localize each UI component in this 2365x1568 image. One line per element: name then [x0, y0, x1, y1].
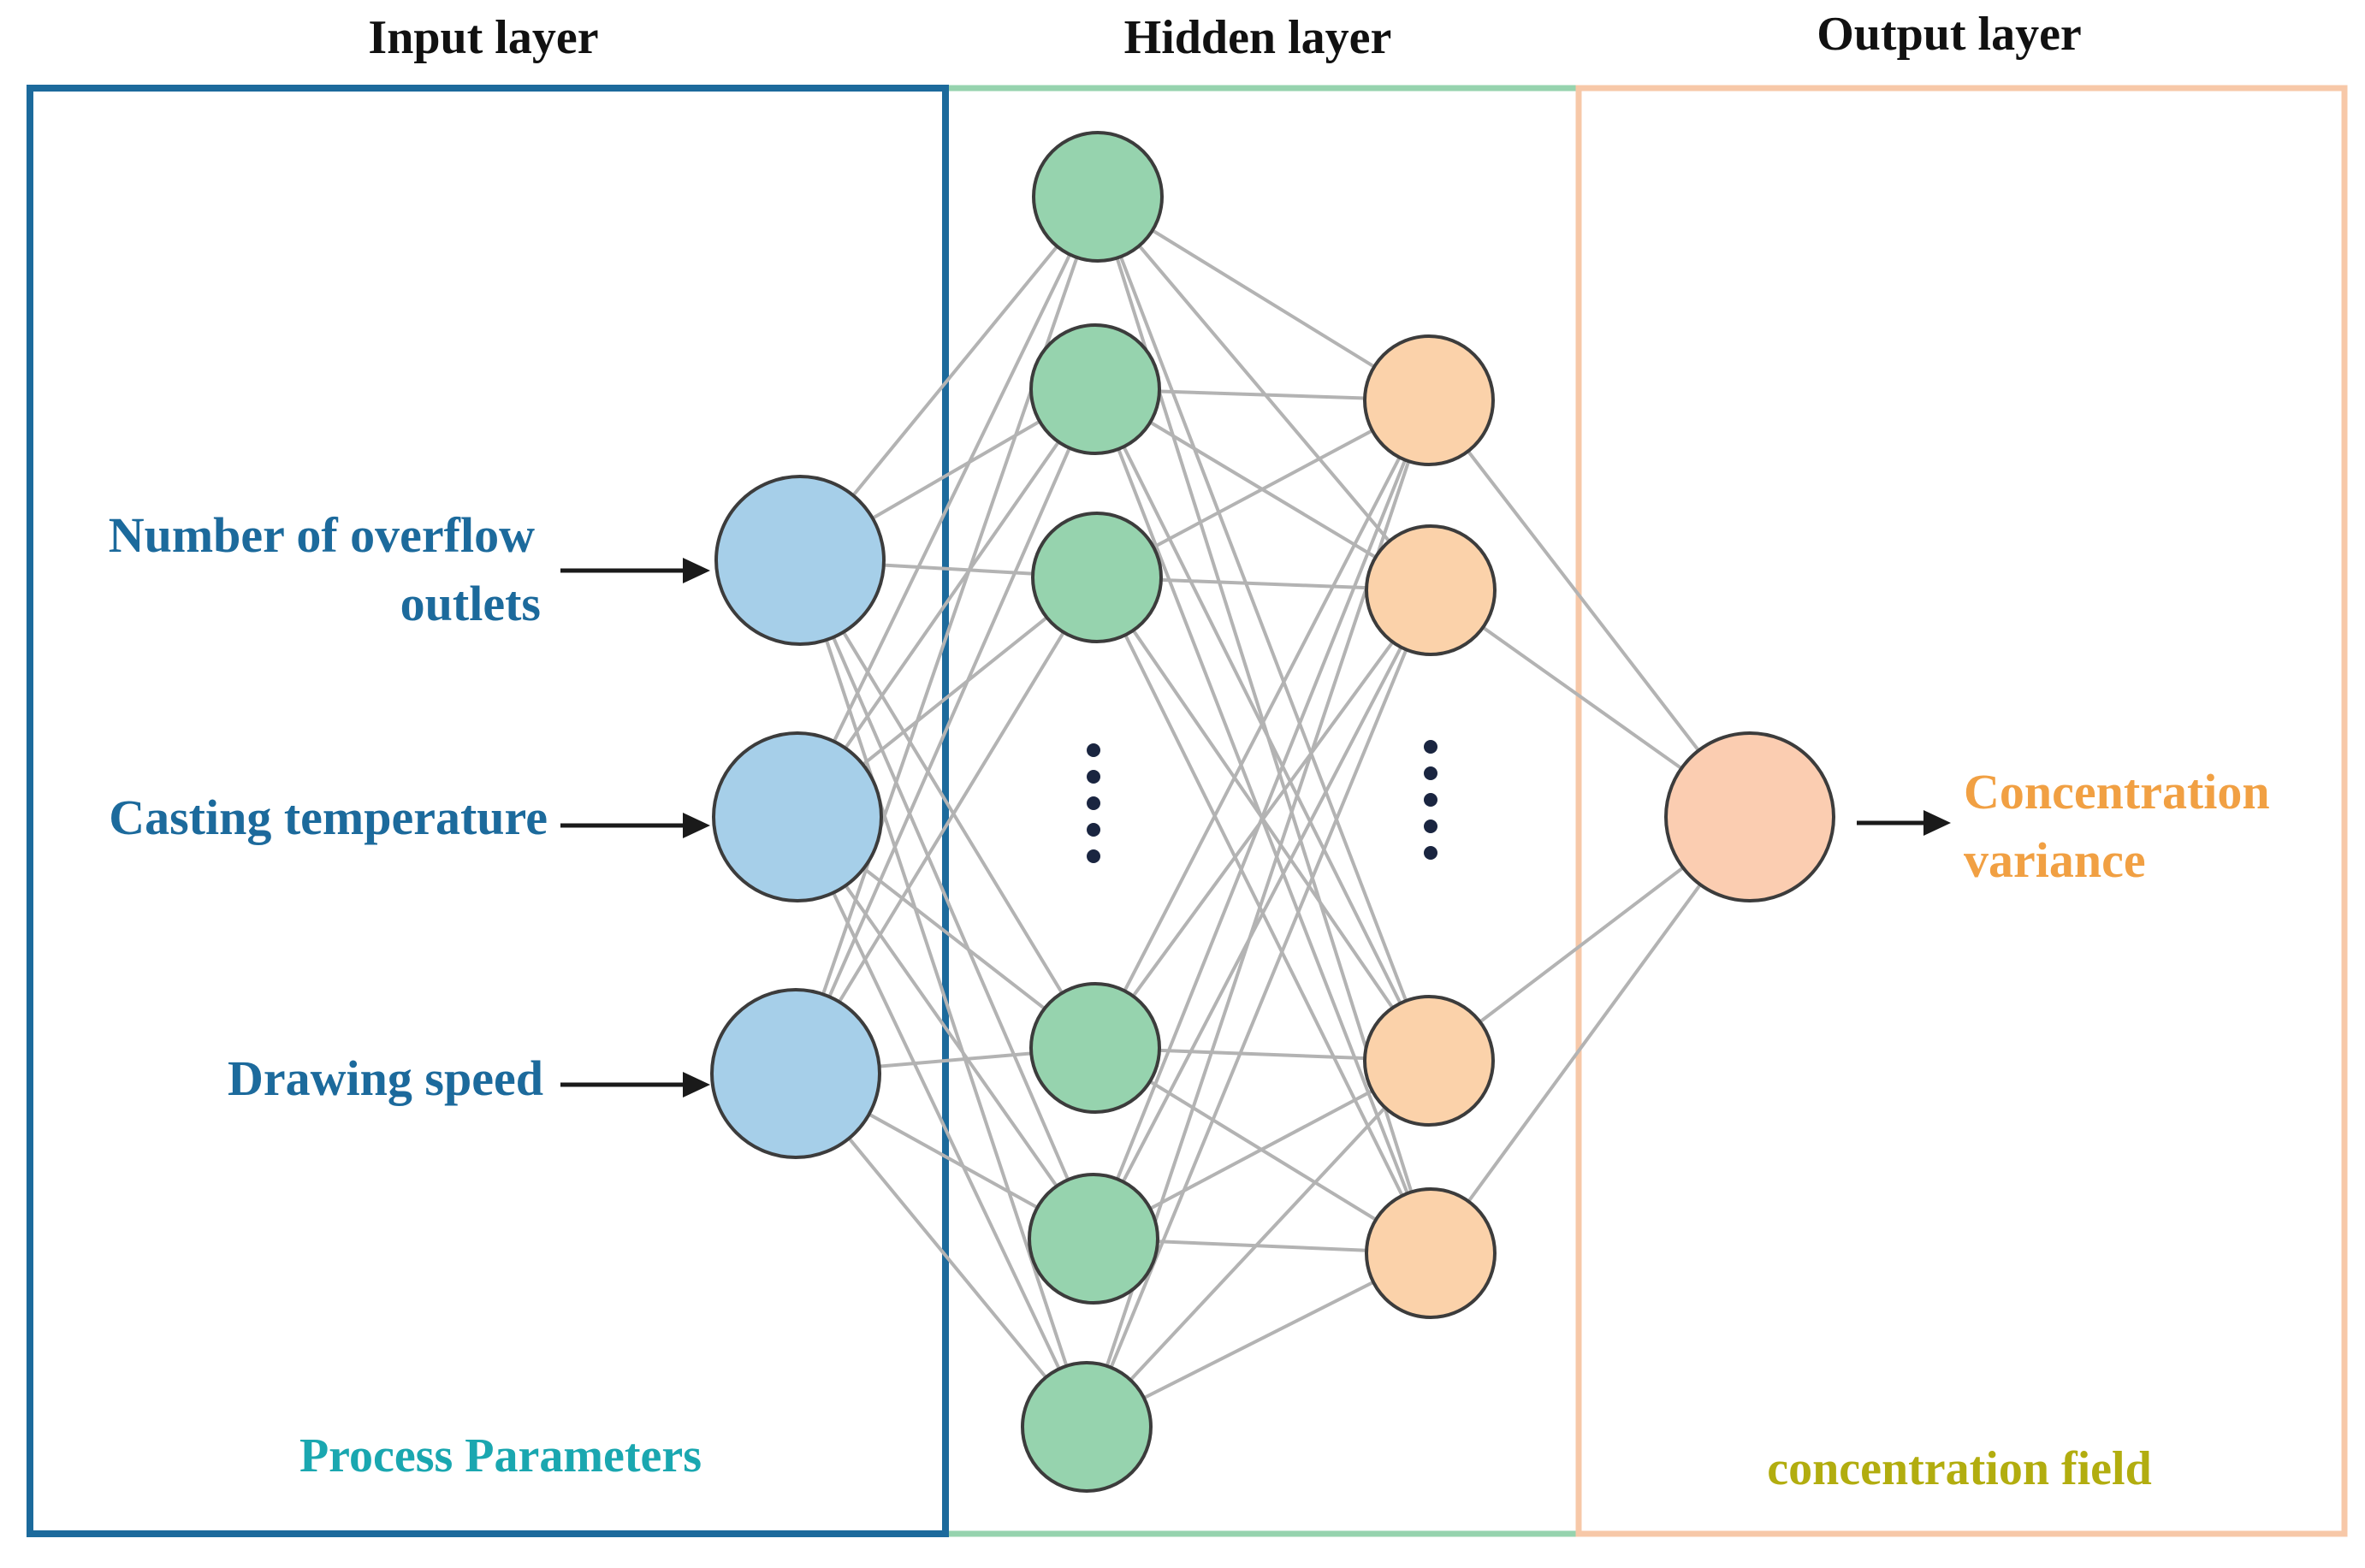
arrow-input-casting-temperature — [560, 813, 710, 838]
input-node-0 — [714, 475, 886, 646]
output-node — [1664, 731, 1835, 902]
edge-input1-hidden1-1 — [796, 388, 1097, 819]
input-layer-region — [27, 85, 949, 1537]
edge-input2-hidden1-2 — [794, 576, 1099, 1075]
edge-input2-hidden1-1 — [794, 388, 1097, 1074]
input-layer-title: Input layer — [368, 11, 598, 64]
hidden1-ellipsis-dot-0 — [1087, 743, 1100, 757]
network-connections — [794, 195, 1752, 1429]
hidden1-ellipsis-dot-1 — [1087, 770, 1100, 784]
hidden1-node-1 — [1029, 323, 1161, 455]
hidden1-ellipsis-dot-4 — [1087, 849, 1100, 863]
edge-input1-hidden1-5 — [796, 816, 1088, 1428]
edge-hidden1-4-hidden2-1 — [1092, 589, 1432, 1240]
hidden1-node-3 — [1029, 982, 1161, 1114]
hidden1-node-4 — [1028, 1173, 1159, 1305]
hidden1-node-5 — [1021, 1361, 1153, 1493]
hidden2-node-0 — [1363, 334, 1495, 466]
input-label-drawing-speed: Drawing speed — [228, 1050, 543, 1106]
edge-hidden1-5-hidden2-2 — [1085, 1059, 1431, 1429]
hidden1-node-2 — [1031, 512, 1163, 643]
process-parameters-caption: Process Parameters — [299, 1429, 702, 1482]
input-label-overflow-outlets: Number of overflow — [109, 507, 535, 563]
edge-input0-hidden1-3 — [798, 559, 1097, 1050]
hidden2-node-3 — [1365, 1187, 1497, 1319]
arrow-input-drawing-speed — [560, 1072, 710, 1098]
hidden1-node-0 — [1032, 131, 1164, 263]
arrow-output-concentration — [1857, 810, 1951, 836]
input-label-overflow-outlets-line2: outlets — [400, 576, 541, 631]
hidden2-node-2 — [1363, 995, 1495, 1127]
edge-hidden2-3-output — [1429, 815, 1752, 1255]
hidden2-ellipsis-dot-1 — [1424, 766, 1437, 780]
output-layer-region — [1575, 85, 2348, 1537]
ellipsis-markers — [1087, 740, 1437, 863]
edge-hidden2-0-output — [1427, 399, 1752, 819]
input-node-1 — [712, 731, 883, 902]
hidden1-ellipsis-dot-2 — [1087, 796, 1100, 810]
input-node-2 — [710, 988, 881, 1159]
hidden-layer-region — [942, 85, 1582, 1537]
concentration-field-caption: concentration field — [1767, 1442, 2151, 1495]
edge-hidden1-0-hidden2-2 — [1096, 196, 1431, 1062]
output-layer-title: Output layer — [1817, 8, 2082, 61]
network-nodes — [710, 131, 1835, 1493]
edge-input0-hidden1-4 — [798, 559, 1095, 1240]
input-label-casting-temperature: Casting temperature — [109, 790, 548, 845]
edge-hidden1-3-hidden2-0 — [1094, 399, 1431, 1049]
hidden1-ellipsis-dot-3 — [1087, 823, 1100, 837]
hidden-layer-title: Hidden layer — [1124, 11, 1392, 64]
edge-input0-hidden1-5 — [798, 559, 1088, 1428]
output-label-concentration: Concentration — [1964, 764, 2270, 820]
hidden2-ellipsis-dot-0 — [1424, 740, 1437, 754]
edge-hidden1-4-hidden2-0 — [1092, 399, 1431, 1240]
edge-hidden1-5-hidden2-1 — [1085, 589, 1432, 1428]
hidden2-ellipsis-dot-4 — [1424, 846, 1437, 860]
edge-input1-hidden1-4 — [796, 815, 1095, 1240]
hidden2-ellipsis-dot-3 — [1424, 820, 1437, 833]
hidden2-node-1 — [1365, 524, 1497, 656]
edge-hidden1-2-hidden2-3 — [1095, 577, 1432, 1254]
edge-input1-hidden1-0 — [796, 196, 1100, 818]
edge-input2-hidden1-0 — [794, 196, 1100, 1074]
output-label-variance: variance — [1964, 832, 2146, 888]
hidden2-ellipsis-dot-2 — [1424, 793, 1437, 807]
arrow-input-overflow-outlets — [560, 558, 710, 583]
arrows — [560, 558, 1951, 1098]
